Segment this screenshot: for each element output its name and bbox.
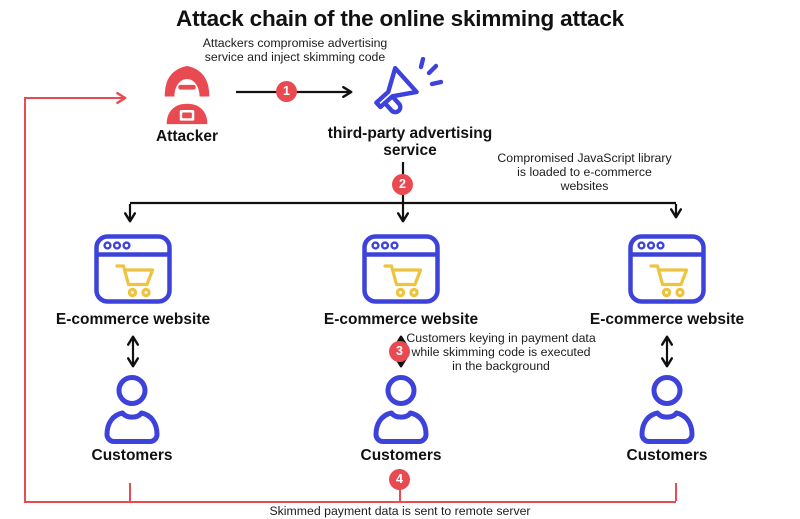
step-3-badge: 3 bbox=[389, 341, 410, 362]
person-icon bbox=[373, 375, 429, 444]
attacker-icon bbox=[164, 65, 210, 125]
browser-cart-icon bbox=[94, 234, 172, 304]
ecommerce-website-label-3: E-commerce website bbox=[589, 311, 745, 328]
step-2-annotation: Compromised JavaScript library is loaded… bbox=[497, 151, 672, 194]
ecommerce-website-label-1: E-commerce website bbox=[55, 311, 211, 328]
customers-label-3: Customers bbox=[626, 447, 708, 464]
browser-cart-icon bbox=[362, 234, 440, 304]
step-4-annotation: Skimmed payment data is sent to remote s… bbox=[269, 504, 531, 518]
step-2-badge: 2 bbox=[392, 174, 413, 195]
person-icon bbox=[639, 375, 695, 444]
customers-label-1: Customers bbox=[91, 447, 173, 464]
step-1-annotation: Attackers compromise advertising service… bbox=[202, 36, 388, 65]
megaphone-icon bbox=[374, 57, 444, 115]
ad-service-label: third-party advertising service bbox=[327, 125, 493, 159]
ecommerce-website-label-2: E-commerce website bbox=[323, 311, 479, 328]
step-4-badge: 4 bbox=[389, 469, 410, 490]
attacker-label: Attacker bbox=[155, 128, 219, 145]
step-1-badge: 1 bbox=[276, 81, 297, 102]
step-3-annotation: Customers keying in payment data while s… bbox=[406, 331, 596, 374]
diagram-title: Attack chain of the online skimming atta… bbox=[176, 6, 624, 31]
person-icon bbox=[104, 375, 160, 444]
browser-cart-icon bbox=[628, 234, 706, 304]
customers-label-2: Customers bbox=[360, 447, 442, 464]
